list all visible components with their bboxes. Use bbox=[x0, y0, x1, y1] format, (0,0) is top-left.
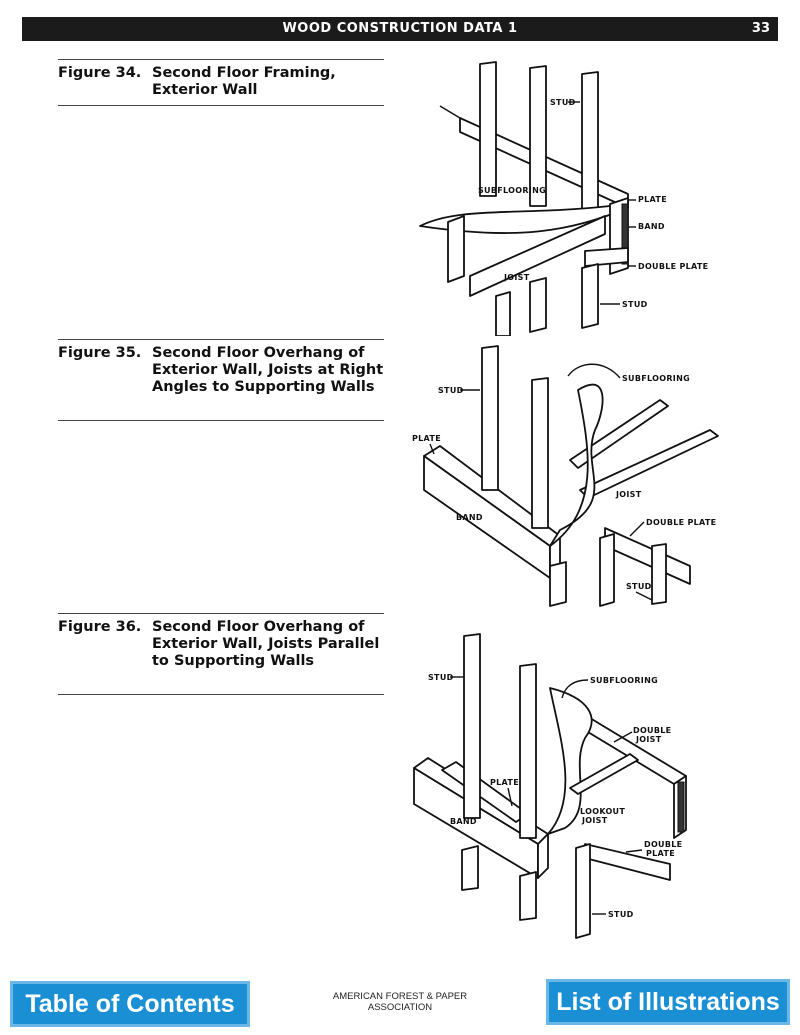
label-plate: PLATE bbox=[490, 778, 519, 787]
label-plate: PLATE bbox=[412, 434, 441, 443]
figure-title: Second Floor Overhang of Exterior Wall, … bbox=[152, 619, 380, 669]
page-number: 33 bbox=[751, 21, 770, 36]
label-band: BAND bbox=[456, 513, 483, 522]
figure-35-caption: Figure 35. Second Floor Overhang of Exte… bbox=[58, 339, 384, 421]
label-subflooring: SUBFLOORING bbox=[622, 374, 690, 383]
figure-number: Figure 35. bbox=[58, 345, 142, 361]
label-band: BAND bbox=[450, 817, 477, 826]
figure-36-caption: Figure 36. Second Floor Overhang of Exte… bbox=[58, 613, 384, 695]
label-stud-lower: STUD bbox=[608, 910, 634, 919]
figure-34-illustration: STUD SUBFLOORING PLATE BAND DOUBLE PLATE… bbox=[400, 56, 780, 336]
page-header: WOOD CONSTRUCTION DATA 1 33 bbox=[22, 17, 778, 41]
list-of-illustrations-button[interactable]: List of Illustrations bbox=[546, 979, 790, 1025]
label-double-joist-2: JOIST bbox=[635, 735, 662, 744]
label-lookout-1: LOOKOUT bbox=[580, 807, 625, 816]
label-band: BAND bbox=[638, 222, 665, 231]
publisher-name: AMERICAN FOREST & PAPER ASSOCIATION bbox=[332, 991, 468, 1013]
figure-36-illustration: STUD SUBFLOORING DOUBLE JOIST PLATE LOOK… bbox=[400, 618, 780, 958]
figure-number: Figure 34. bbox=[58, 65, 142, 81]
label-stud-lower: STUD bbox=[626, 582, 652, 591]
figure-title: Second Floor Overhang of Exterior Wall, … bbox=[152, 345, 384, 395]
figure-34-caption: Figure 34. Second Floor Framing, Exterio… bbox=[58, 59, 384, 106]
table-of-contents-button[interactable]: Table of Contents bbox=[10, 981, 250, 1027]
label-double-plate: DOUBLE PLATE bbox=[638, 262, 708, 271]
label-stud-lower: STUD bbox=[622, 300, 648, 309]
label-double-plate-1: DOUBLE bbox=[644, 840, 682, 849]
label-stud: STUD bbox=[550, 98, 576, 107]
label-double-plate-2: PLATE bbox=[646, 849, 675, 858]
label-subflooring: SUBFLOORING bbox=[478, 186, 546, 195]
figure-title: Second Floor Framing, Exterior Wall bbox=[152, 65, 336, 98]
label-joist: JOIST bbox=[503, 273, 530, 282]
header-title: WOOD CONSTRUCTION DATA 1 bbox=[282, 21, 518, 36]
figure-number: Figure 36. bbox=[58, 619, 142, 635]
label-double-joist-1: DOUBLE bbox=[633, 726, 671, 735]
label-plate: PLATE bbox=[638, 195, 667, 204]
label-stud: STUD bbox=[438, 386, 464, 395]
overhang-parallel-drawing: STUD SUBFLOORING DOUBLE JOIST PLATE LOOK… bbox=[413, 633, 687, 939]
label-double-plate: DOUBLE PLATE bbox=[646, 518, 716, 527]
label-stud: STUD bbox=[428, 673, 454, 682]
figure-35-illustration: SUBFLOORING STUD PLATE JOIST BAND DOUBLE… bbox=[400, 340, 780, 610]
label-subflooring: SUBFLOORING bbox=[590, 676, 658, 685]
overhang-drawing: SUBFLOORING STUD PLATE JOIST BAND DOUBLE… bbox=[412, 345, 719, 607]
label-lookout-2: JOIST bbox=[581, 816, 608, 825]
label-joist: JOIST bbox=[615, 490, 642, 499]
framing-drawing: STUD SUBFLOORING PLATE BAND DOUBLE PLATE… bbox=[419, 61, 708, 336]
